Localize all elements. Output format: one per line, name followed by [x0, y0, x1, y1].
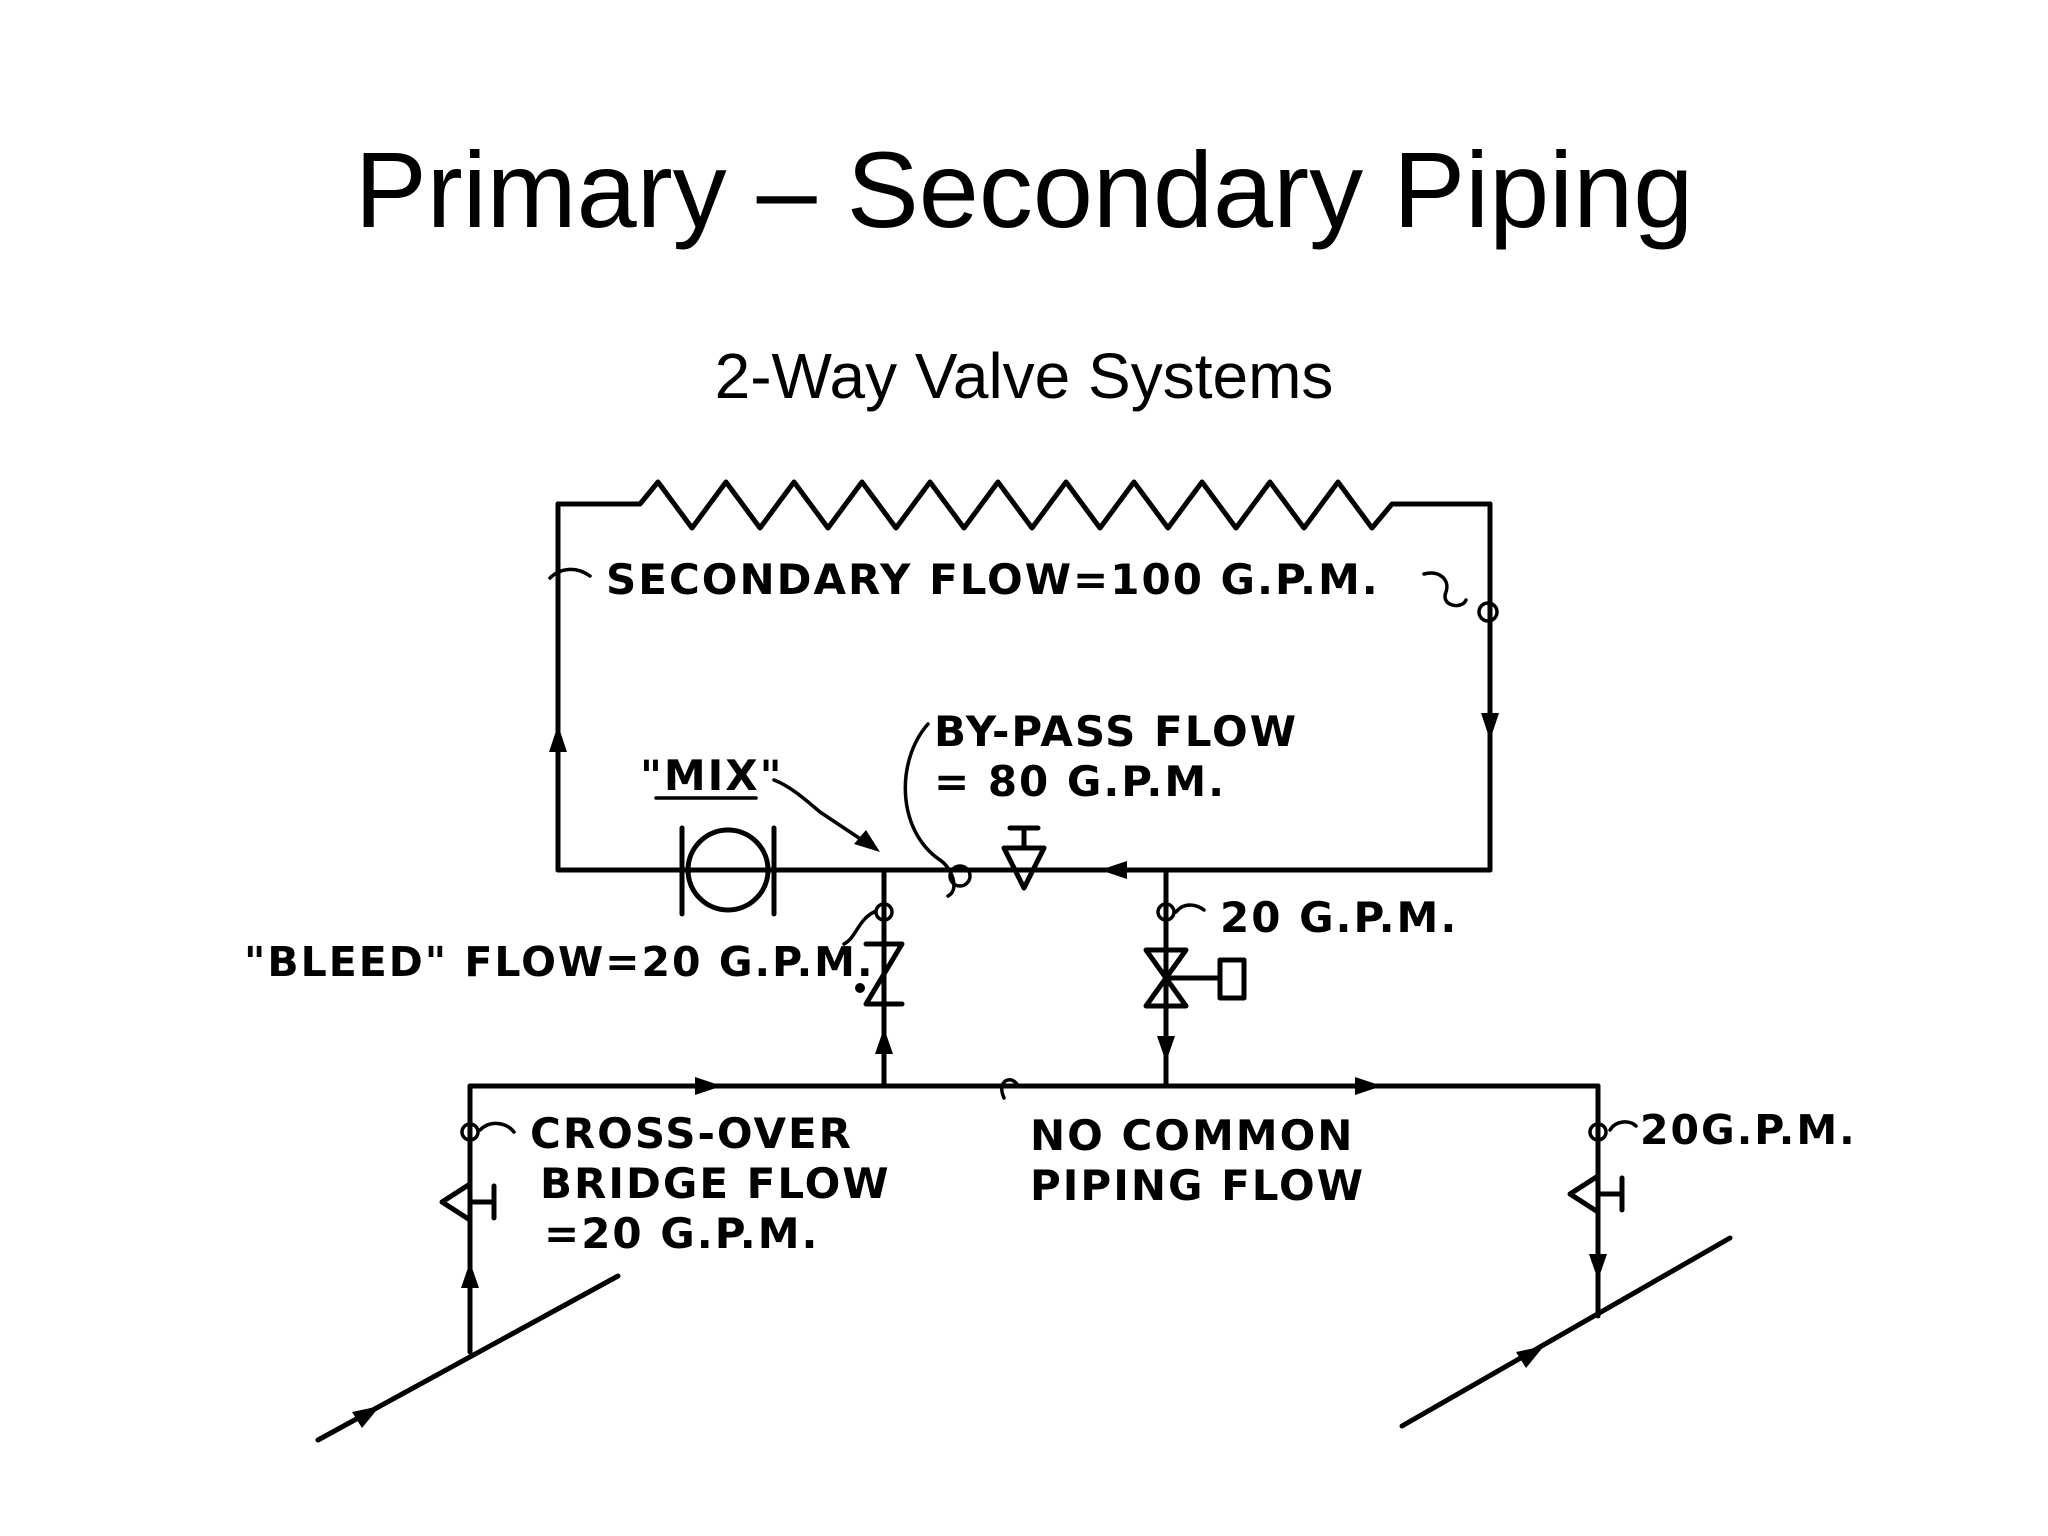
no-common-label-1: NO COMMON: [1030, 1111, 1354, 1160]
secondary-loop: [549, 479, 1499, 879]
primary-main: [467, 1077, 1601, 1100]
coil-zigzag: [555, 479, 1493, 531]
crossover-label-2: BRIDGE FLOW: [540, 1159, 891, 1208]
bleed-branch: [855, 867, 905, 1089]
no-common-label-2: PIPING FLOW: [1030, 1161, 1365, 1210]
slide-subtitle: 2-Way Valve Systems: [714, 340, 1334, 412]
slide-title: Primary – Secondary Piping: [354, 129, 1694, 250]
down-flow-arrow: [1481, 713, 1499, 740]
left-flow-arrow: [1100, 861, 1127, 879]
bypass-flow-label-1: BY-PASS FLOW: [934, 707, 1298, 756]
right-branch-flow-label: 20G.P.M.: [1640, 1106, 1857, 1154]
crossover-bridge-left: [315, 1083, 621, 1443]
crossover-label-3: =20 G.P.M.: [544, 1209, 819, 1258]
bypass-flow-label-2: = 80 G.P.M.: [934, 757, 1226, 806]
control-valve-branch: [1143, 867, 1247, 1089]
primary-arrow-right: [1355, 1077, 1382, 1095]
valve-branch-flow-label: 20 G.P.M.: [1220, 893, 1458, 942]
leader-lines: [478, 566, 1638, 1134]
up-flow-arrow: [549, 725, 567, 752]
pump-symbol: [679, 825, 777, 917]
mix-label: "MIX": [640, 751, 784, 800]
right-branch: [1399, 1083, 1733, 1429]
secondary-flow-label: SECONDARY FLOW=100 G.P.M.: [606, 555, 1380, 604]
crossover-label-1: CROSS-OVER: [530, 1109, 853, 1158]
bleed-flow-label: "BLEED" FLOW=20 G.P.M.: [244, 938, 875, 986]
primary-arrow-left: [695, 1077, 722, 1095]
bypass-check-valve: [1001, 825, 1047, 891]
